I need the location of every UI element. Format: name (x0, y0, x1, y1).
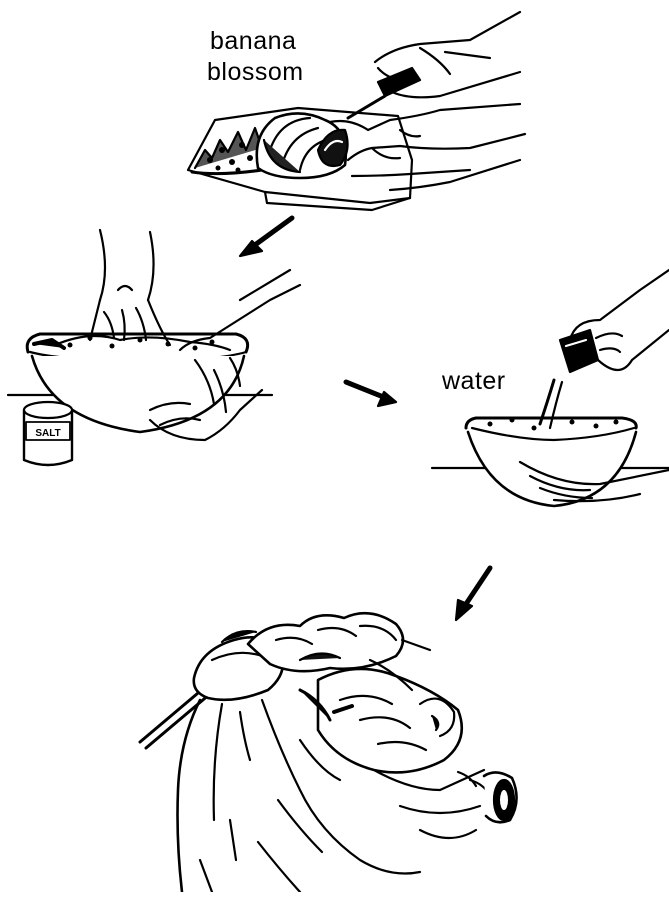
arrow-down-left-icon-2 (456, 568, 490, 620)
arrow-right-icon (346, 382, 396, 406)
water-label: water (442, 366, 506, 396)
blossom-label: blossom (207, 57, 304, 87)
arrow-down-left-icon (240, 218, 292, 256)
squeeze-in-cloth-icon (140, 613, 517, 892)
salt-can-label: SALT (35, 428, 60, 439)
banana-label: banana (210, 26, 296, 56)
